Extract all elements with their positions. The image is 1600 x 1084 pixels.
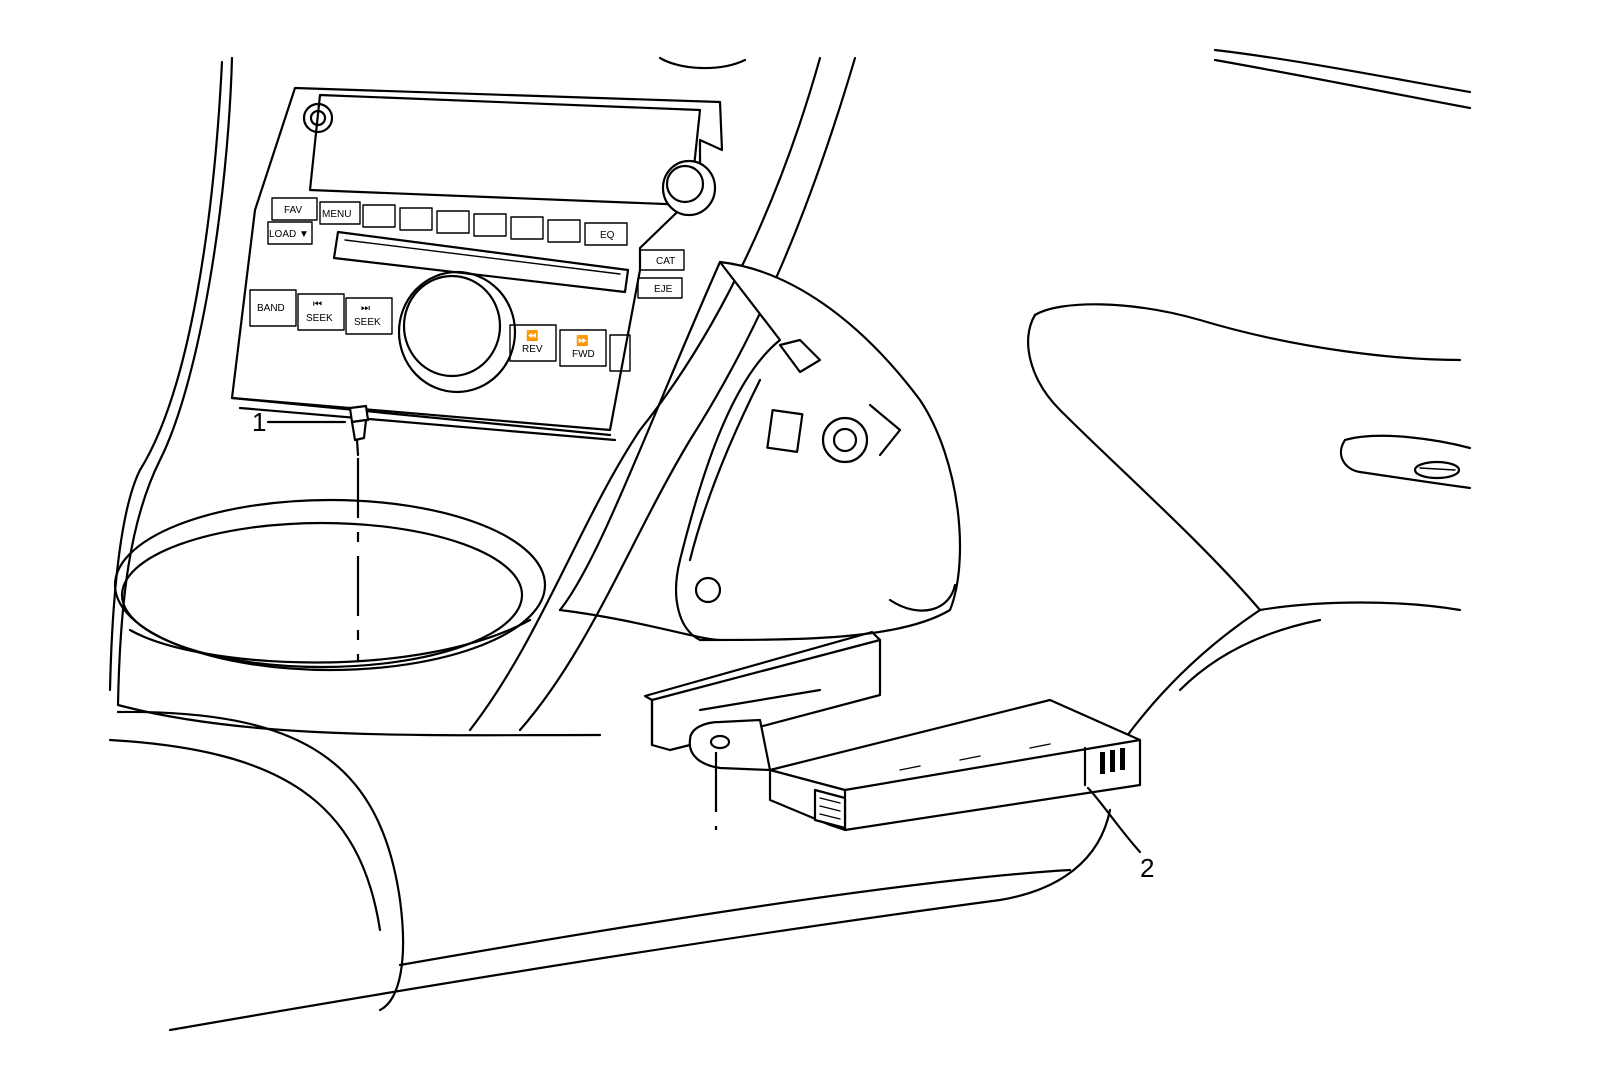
side-trim-panel [558,260,962,642]
fwd-icon: ⏩ [576,334,588,347]
center-console [108,48,1472,1032]
preset-button-1[interactable] [362,204,396,228]
menu-label: MENU [322,209,351,220]
fav-label: FAV [284,205,302,216]
preset-button-6[interactable] [547,219,581,243]
cat-button[interactable] [639,249,685,271]
seek-fwd-icon: ⏭ [361,303,370,314]
preset-button-5[interactable] [510,216,544,240]
preset-button-2[interactable] [399,207,433,231]
seek-back-button[interactable] [297,293,345,331]
control-buttons: BAND ⏮ SEEK ⏭ SEEK ⏪ REV ⏩ FWD [249,289,631,372]
rev-label: REV [522,344,543,355]
rev-button[interactable] [509,324,557,362]
fwd-button[interactable] [559,329,607,367]
seek-back-icon: ⏮ [313,299,322,310]
eq-button[interactable] [584,222,628,246]
menu-button[interactable] [319,201,361,225]
callout-2-label: 2 [1140,853,1154,883]
side-button[interactable] [609,334,631,372]
seek-back-label: SEEK [306,313,333,324]
load-button[interactable] [267,221,313,245]
callout-1-label: 1 [252,407,266,437]
band-button[interactable] [249,289,297,327]
cat-label: CAT [656,256,675,267]
preset-button-3[interactable] [436,210,470,234]
receiver-module-assembly [643,630,1142,832]
preset-button-4[interactable] [473,213,507,237]
seek-fwd-label: SEEK [354,317,381,328]
seek-fwd-button[interactable] [345,297,393,335]
radio-head-unit: FAV MENU EQ LOAD ▼ CAT EJE BAND ⏮ SEEK [230,86,724,442]
load-label: LOAD ▼ [269,229,309,240]
eq-label: EQ [600,230,615,241]
band-label: BAND [257,303,285,314]
installation-guide-lines [356,458,718,830]
eject-button[interactable] [637,277,683,299]
rev-icon: ⏪ [526,329,538,342]
fav-button[interactable] [271,197,318,221]
callout-1: 1 [252,407,347,437]
eject-label: EJE [654,284,673,295]
callout-2: 2 [1086,786,1154,883]
fastener-screw [348,404,370,457]
preset-buttons: FAV MENU EQ LOAD ▼ CAT EJE [267,197,685,299]
fwd-label: FWD [572,349,595,360]
